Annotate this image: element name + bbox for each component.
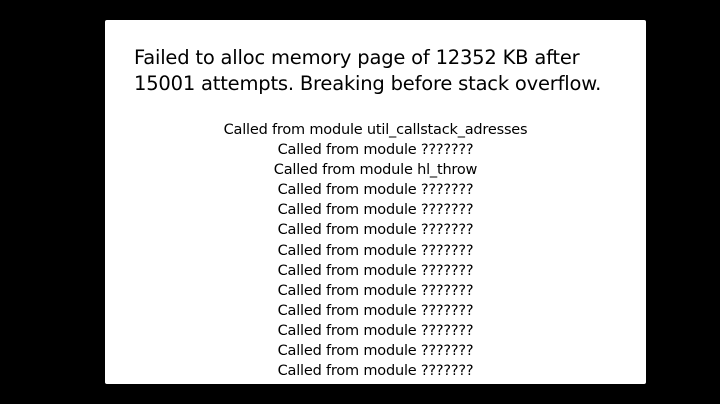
error-message: Failed to alloc memory page of 12352 KB … (134, 46, 602, 95)
call-stack-line: Called from module hl_throw (273, 162, 478, 179)
call-stack-line: Called from module ??????? (277, 242, 474, 259)
call-stack-line: Called from module ??????? (277, 302, 474, 319)
call-stack-line: Called from module util_callstack_adress… (223, 122, 528, 138)
call-stack-line: Called from module ??????? (277, 363, 474, 380)
call-stack-line: Called from module ??????? (277, 262, 474, 279)
call-stack-line: Called from module ??????? (277, 343, 474, 360)
call-stack-line: Called from module ??????? (277, 142, 474, 159)
call-stack-list: Called from module util_callstack_adress… (105, 120, 646, 381)
call-stack-line: Called from module ??????? (277, 222, 474, 239)
call-stack-line: Called from module ??????? (277, 182, 474, 199)
error-dialog: Failed to alloc memory page of 12352 KB … (105, 20, 646, 384)
call-stack-line: Called from module ??????? (277, 322, 474, 339)
call-stack-line: Called from module ??????? (277, 202, 474, 219)
call-stack-line: Called from module ??????? (277, 282, 474, 299)
